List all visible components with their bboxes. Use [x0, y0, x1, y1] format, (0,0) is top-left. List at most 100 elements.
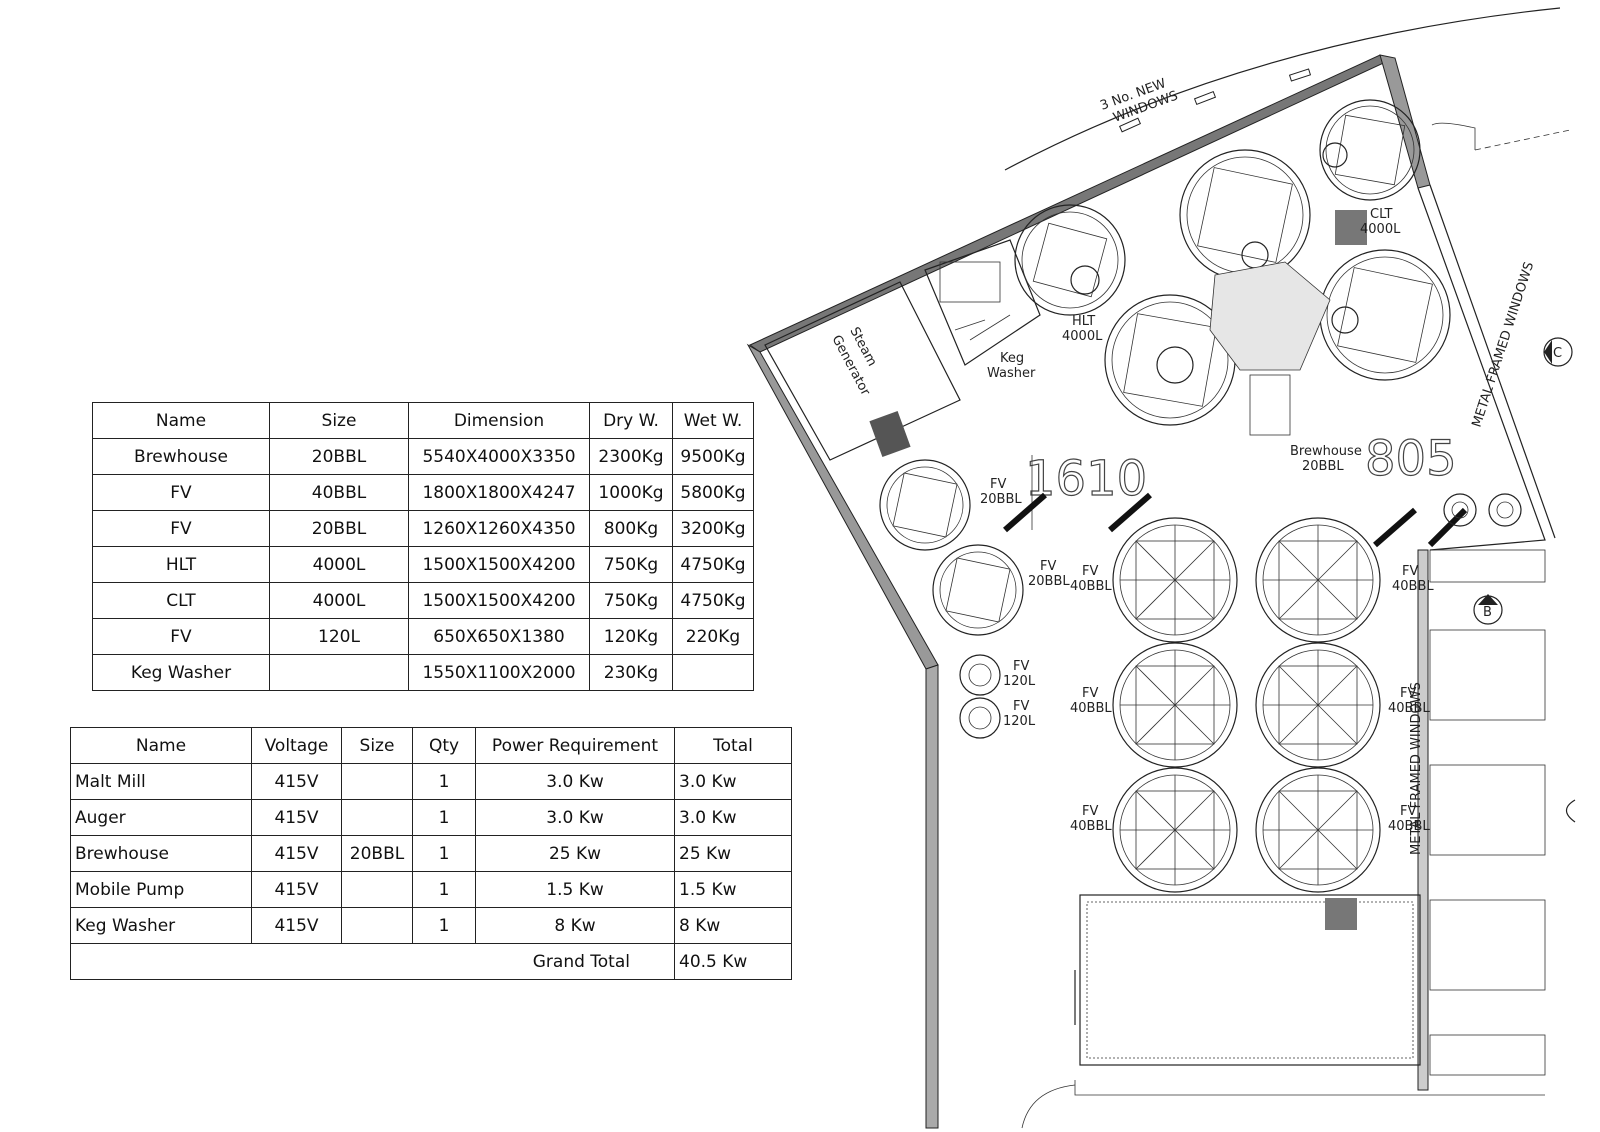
keg-washer — [924, 239, 1041, 366]
col-dry-weight: Dry W. — [589, 402, 673, 439]
steam-generator — [764, 281, 961, 461]
fv-40bbl-3-label-2: 40BBL — [1070, 701, 1112, 716]
fv-120l-a-label-2: 120L — [1003, 674, 1036, 689]
fv-40bbl-6-label-2: 40BBL — [1388, 819, 1430, 834]
cell-name: Auger — [70, 799, 252, 836]
door-arc — [1431, 122, 1476, 150]
fv-40bbl-4 — [1255, 642, 1381, 768]
cell-voltage: 415V — [251, 907, 342, 944]
cell-size: 40BBL — [269, 474, 409, 511]
cell-qty: 1 — [412, 871, 476, 908]
dimension-strokes — [1003, 492, 1468, 548]
cell-total: 3.0 Kw — [674, 763, 792, 800]
cell-wet: 3200Kg — [672, 510, 754, 547]
east-wall-line — [1429, 184, 1556, 539]
fv-40bbl-5-label-2: 40BBL — [1070, 819, 1112, 834]
cell-wet: 4750Kg — [672, 582, 754, 619]
fv-40bbl-4-label-2: 40BBL — [1388, 701, 1430, 716]
col-size: Size — [341, 727, 413, 764]
cell-dimension: 5540X4000X3350 — [408, 438, 590, 475]
cell-size — [269, 654, 409, 691]
fv-40bbl-3 — [1112, 642, 1238, 768]
fv-40bbl-6 — [1255, 767, 1381, 893]
cell-size — [341, 763, 413, 800]
fv-40bbl-1-label-1: FV — [1082, 564, 1098, 579]
cell-dimension: 1550X1100X2000 — [408, 654, 590, 691]
cell-name: Brewhouse — [70, 835, 252, 872]
cell-name: FV — [92, 510, 270, 547]
cell-power: 8 Kw — [475, 907, 675, 944]
outer-curve-wall — [1004, 7, 1561, 171]
col-power: Power Requirement — [475, 727, 675, 764]
fv-40bbl-2 — [1255, 517, 1381, 643]
table-row: Keg Washer 415V 1 8 Kw 8 Kw — [70, 907, 792, 944]
fv-20bbl-b — [932, 544, 1024, 636]
fv-40bbl-3-label-1: FV — [1082, 686, 1098, 701]
fv-40bbl-2-label-1: FV — [1402, 564, 1418, 579]
cell-size: 20BBL — [269, 438, 409, 475]
table-row: FV 120L 650X650X1380 120Kg 220Kg — [92, 618, 754, 655]
cell-size — [341, 871, 413, 908]
col-wet-weight: Wet W. — [672, 402, 754, 439]
col-name: Name — [92, 402, 270, 439]
small-units — [1443, 493, 1522, 527]
door-swing — [1474, 129, 1571, 151]
fv-20bbl-a — [879, 459, 971, 551]
hlt-label-2: 4000L — [1062, 329, 1103, 344]
metal-windows-label-2: METAL FRAMED WINDOWS — [1409, 682, 1424, 855]
section-marker-arc — [1565, 799, 1576, 823]
clt-label-1: CLT — [1370, 207, 1393, 222]
cell-dimension: 1800X1800X4247 — [408, 474, 590, 511]
cell-total: 8 Kw — [674, 907, 792, 944]
section-marker-c — [1543, 337, 1573, 367]
fv-120l-a-label-1: FV — [1013, 659, 1029, 674]
cell-dry: 1000Kg — [589, 474, 673, 511]
cell-wet: 9500Kg — [672, 438, 754, 475]
grand-total-row: Grand Total 40.5 Kw — [70, 943, 792, 980]
grand-total-value: 40.5 Kw — [674, 943, 792, 980]
col-name: Name — [70, 727, 252, 764]
cell-power: 3.0 Kw — [475, 799, 675, 836]
brewhouse-label-1: Brewhouse — [1290, 444, 1362, 459]
table-row: Auger 415V 1 3.0 Kw 3.0 Kw — [70, 799, 792, 836]
north-east-wall — [1379, 54, 1431, 189]
equipment-table: Name Size Dimension Dry W. Wet W. Brewho… — [92, 402, 754, 691]
cell-dry: 2300Kg — [589, 438, 673, 475]
cell-voltage: 415V — [251, 835, 342, 872]
table-row: Keg Washer 1550X1100X2000 230Kg — [92, 654, 754, 691]
east-bays — [1429, 549, 1546, 1076]
cell-power: 25 Kw — [475, 835, 675, 872]
fv-40bbl-4-label-1: FV — [1400, 686, 1416, 701]
hlt-vessel — [1014, 204, 1126, 316]
col-total: Total — [674, 727, 792, 764]
table-row: FV 40BBL 1800X1800X4247 1000Kg 5800Kg — [92, 474, 754, 511]
north-west-wall — [746, 343, 939, 670]
window — [1193, 90, 1217, 106]
section-marker-c-label: C — [1553, 346, 1562, 361]
cell-power: 3.0 Kw — [475, 763, 675, 800]
table-row: HLT 4000L 1500X1500X4200 750Kg 4750Kg — [92, 546, 754, 583]
cell-dry: 750Kg — [589, 582, 673, 619]
table-row: Malt Mill 415V 1 3.0 Kw 3.0 Kw — [70, 763, 792, 800]
fv-120l-b-label-1: FV — [1013, 699, 1029, 714]
south-wall — [1074, 1080, 1545, 1096]
cell-dimension: 1500X1500X4200 — [408, 582, 590, 619]
cell-name: FV — [92, 474, 270, 511]
keg-washer-label-1: Keg — [1000, 351, 1024, 366]
cell-wet — [672, 654, 754, 691]
cell-size: 20BBL — [269, 510, 409, 547]
cell-size: 4000L — [269, 582, 409, 619]
table-row: Brewhouse 415V 20BBL 1 25 Kw 25 Kw — [70, 835, 792, 872]
brewhouse-vessel-right — [1319, 249, 1451, 381]
equipment-table-header: Name Size Dimension Dry W. Wet W. — [92, 402, 754, 439]
fv-40bbl-5 — [1112, 767, 1238, 893]
cell-total: 25 Kw — [674, 835, 792, 872]
cell-wet: 4750Kg — [672, 546, 754, 583]
grand-total-label: Grand Total — [70, 943, 675, 980]
section-marker-b — [1473, 594, 1503, 625]
table-row: CLT 4000L 1500X1500X4200 750Kg 4750Kg — [92, 582, 754, 619]
cell-voltage: 415V — [251, 763, 342, 800]
cell-name: FV — [92, 618, 270, 655]
hlt-label-1: HLT — [1072, 314, 1095, 329]
